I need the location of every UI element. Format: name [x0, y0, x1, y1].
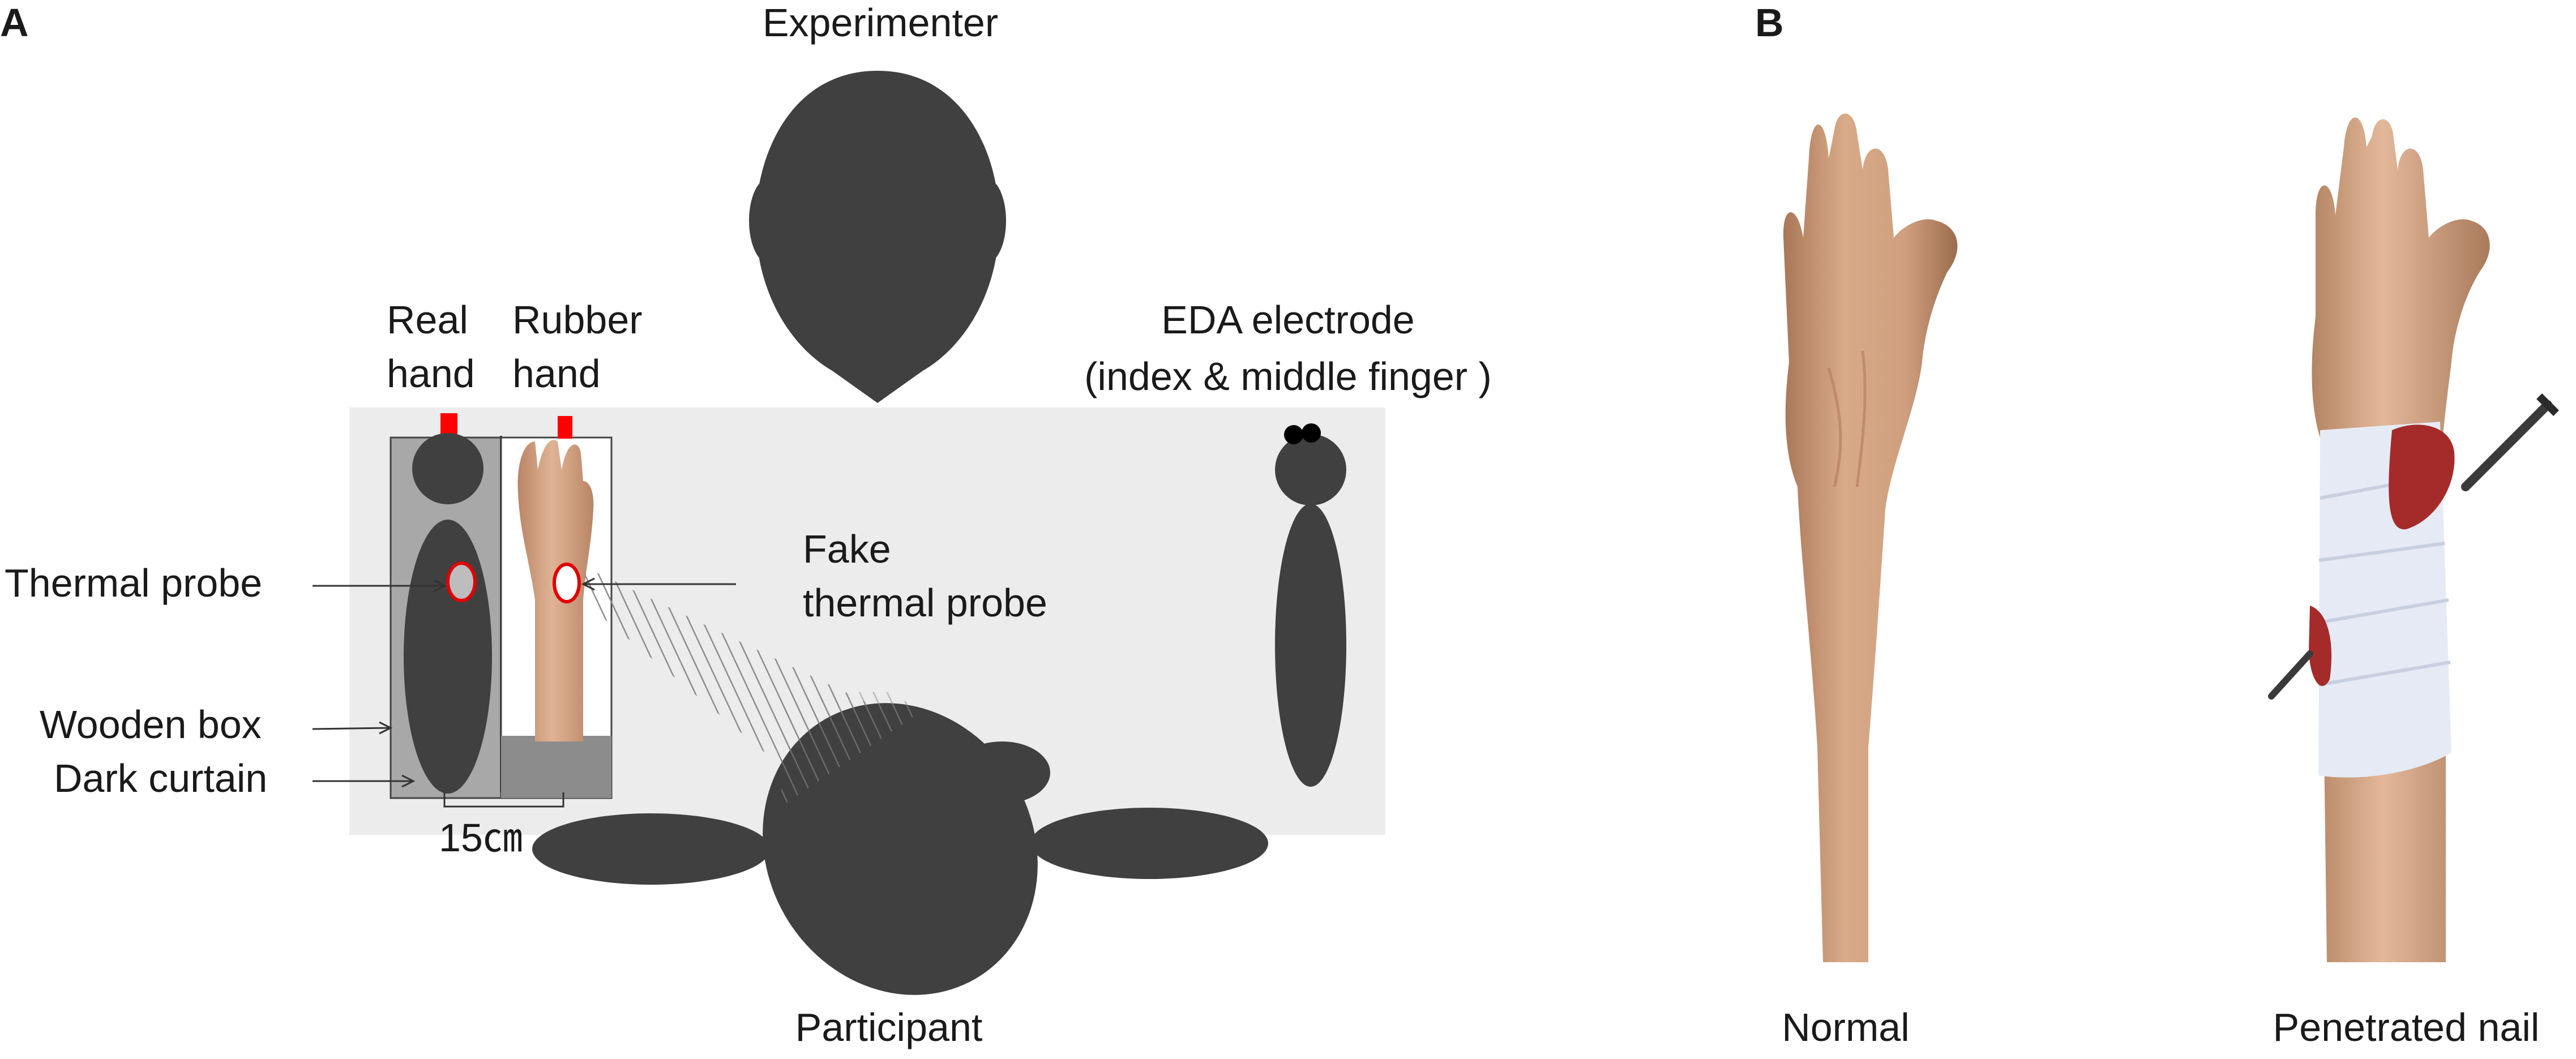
fake-thermal-probe-label-line1: Fake [803, 527, 891, 571]
real-hand-label-line1: Real [387, 298, 468, 342]
participant-silhouette [532, 703, 1268, 995]
rubber-hand-label-line2: hand [512, 351, 601, 396]
thermal-probe-label: Thermal probe [5, 561, 263, 605]
distance-label: 15㎝ [439, 816, 523, 860]
wooden-box-label: Wooden box [40, 702, 262, 747]
normal-label: Normal [1782, 1005, 1910, 1049]
rubber-hand-label-line1: Rubber [512, 298, 643, 342]
eda-electrode-label-line2: (index & middle finger ) [1084, 354, 1492, 398]
panel-letter-b: B [1755, 1, 1784, 45]
dark-curtain [501, 736, 611, 798]
eda-electrode-label-line1: EDA electrode [1161, 298, 1415, 342]
penetrated-nail-rubber-hand [2268, 117, 2559, 962]
normal-rubber-hand [1783, 113, 1958, 962]
fake-thermal-probe-marker [553, 563, 581, 603]
experimenter-label: Experimenter [762, 1, 999, 45]
panel-letter-a: A [0, 1, 29, 45]
penetrated-nail-label: Penetrated nail [2273, 1005, 2540, 1049]
annotation-arrows [312, 577, 736, 808]
eda-hand-silhouette [1275, 434, 1346, 787]
participant-label: Participant [795, 1005, 983, 1049]
thermal-probe-marker [446, 561, 477, 602]
real-hand-label-line2: hand [387, 351, 475, 396]
fake-thermal-probe-label-line2: thermal probe [803, 581, 1047, 625]
eda-electrode-marker [1284, 423, 1321, 444]
dark-curtain-label: Dark curtain [54, 756, 268, 800]
experimenter-silhouette [749, 71, 1006, 403]
